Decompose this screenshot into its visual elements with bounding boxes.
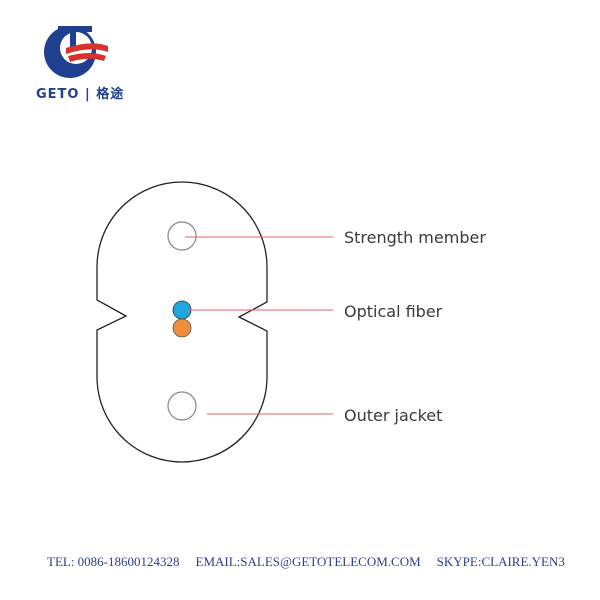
outer-jacket-outline	[96, 181, 268, 463]
strength-member-top	[167, 221, 197, 251]
footer-email: EMAIL:SALES@GETOTELECOM.COM	[195, 554, 421, 569]
footer-skype: SKYPE:CLAIRE.YEN3	[436, 554, 565, 569]
footer-tel: TEL: 0086-18600124328	[47, 554, 180, 569]
label-outer-jacket: Outer jacket	[344, 406, 442, 425]
optical-fiber-orange	[172, 318, 192, 338]
brand-name: GETO | 格途	[36, 87, 125, 102]
label-optical-fiber: Optical fiber	[344, 302, 443, 321]
geto-logo	[44, 26, 108, 78]
contact-footer: TEL: 0086-18600124328 EMAIL:SALES@GETOTEL…	[47, 554, 581, 570]
label-strength-member: Strength member	[344, 228, 486, 247]
strength-member-bottom	[167, 391, 197, 421]
